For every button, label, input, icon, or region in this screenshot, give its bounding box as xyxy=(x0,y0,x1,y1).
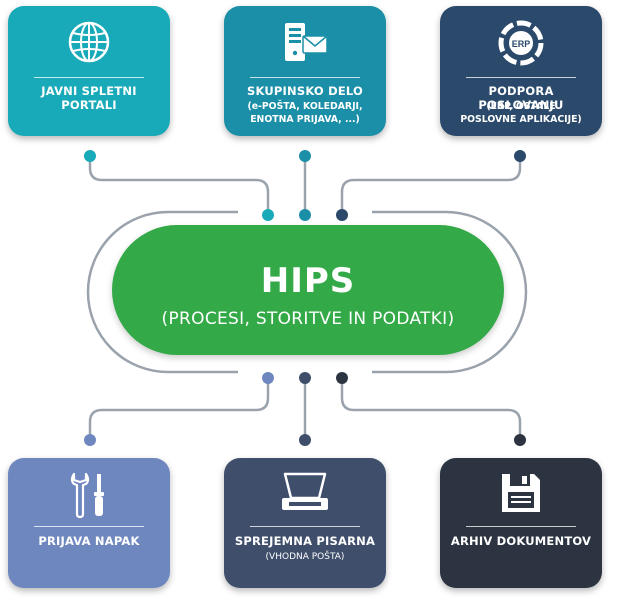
connector-bottom-right xyxy=(340,378,522,440)
server-mail-icon xyxy=(279,20,331,70)
hub-title: HIPS xyxy=(260,261,356,301)
hips-hub: HIPS (PROCESI, STORITVE IN PODATKI) xyxy=(112,225,504,355)
box-title: SPREJEMNA PISARNA xyxy=(234,534,376,548)
box-javni-spletni-portali: JAVNI SPLETNI PORTALI xyxy=(8,6,170,136)
box-arhiv-dokumentov: ARHIV DOKUMENTOV xyxy=(440,458,602,588)
dot-bottom-right-outer xyxy=(514,434,526,446)
dot-top-left-outer xyxy=(84,150,96,162)
box-skupinsko-delo: SKUPINSKO DELO (e-POŠTA, KOLEDARJI, ENOT… xyxy=(224,6,386,136)
box-divider xyxy=(34,77,144,78)
hub-track-left xyxy=(86,210,238,374)
globe-icon xyxy=(67,20,111,68)
erp-cycle-icon: ERP xyxy=(497,20,545,70)
connector-bottom-left xyxy=(88,378,270,440)
box-divider xyxy=(466,77,576,78)
box-title: ARHIV DOKUMENTOV xyxy=(450,534,592,548)
box-divider xyxy=(250,526,360,527)
box-divider xyxy=(466,526,576,527)
hub-subtitle: (PROCESI, STORITVE IN PODATKI) xyxy=(161,309,455,329)
dot-top-right-inner xyxy=(336,209,348,221)
wrench-screwdriver-icon xyxy=(66,470,112,524)
scanner-icon xyxy=(279,470,331,520)
dot-top-right-outer xyxy=(514,150,526,162)
dot-top-middle-inner xyxy=(299,209,311,221)
connector-top-right xyxy=(340,156,522,214)
dot-bottom-middle-outer xyxy=(299,434,311,446)
box-divider xyxy=(34,526,144,527)
dot-bottom-middle-inner xyxy=(299,372,311,384)
box-sprejemna-pisarna: SPREJEMNA PISARNA (VHODNA POŠTA) xyxy=(224,458,386,588)
hub-track-right xyxy=(372,210,528,374)
box-title: PODPORA POSLOVANJU xyxy=(478,84,564,112)
box-title: JAVNI SPLETNI PORTALI xyxy=(41,84,137,112)
box-divider xyxy=(250,77,360,78)
box-title: PRIJAVA NAPAK xyxy=(38,534,140,548)
box-subtitle: (VHODNA POŠTA) xyxy=(265,552,345,562)
box-subtitle: (e-POŠTA, KOLEDARJI, ENOTNA PRIJAVA, ...… xyxy=(247,101,363,125)
dot-bottom-right-inner xyxy=(336,372,348,384)
box-subtitle: (ERP, OSTALE POSLOVNE APLIKACIJE) xyxy=(460,101,582,125)
dot-top-left-inner xyxy=(262,209,274,221)
box-podpora-poslovanju: ERP PODPORA POSLOVANJU (ERP, OSTALE POSL… xyxy=(440,6,602,136)
box-prijava-napak: PRIJAVA NAPAK xyxy=(8,458,170,588)
connector-top-left xyxy=(88,156,270,214)
box-title: SKUPINSKO DELO xyxy=(246,84,363,98)
floppy-disk-icon xyxy=(498,470,544,520)
svg-text:ERP: ERP xyxy=(512,39,531,49)
dot-top-middle-outer xyxy=(299,150,311,162)
dot-bottom-left-inner xyxy=(262,372,274,384)
dot-bottom-left-outer xyxy=(84,434,96,446)
